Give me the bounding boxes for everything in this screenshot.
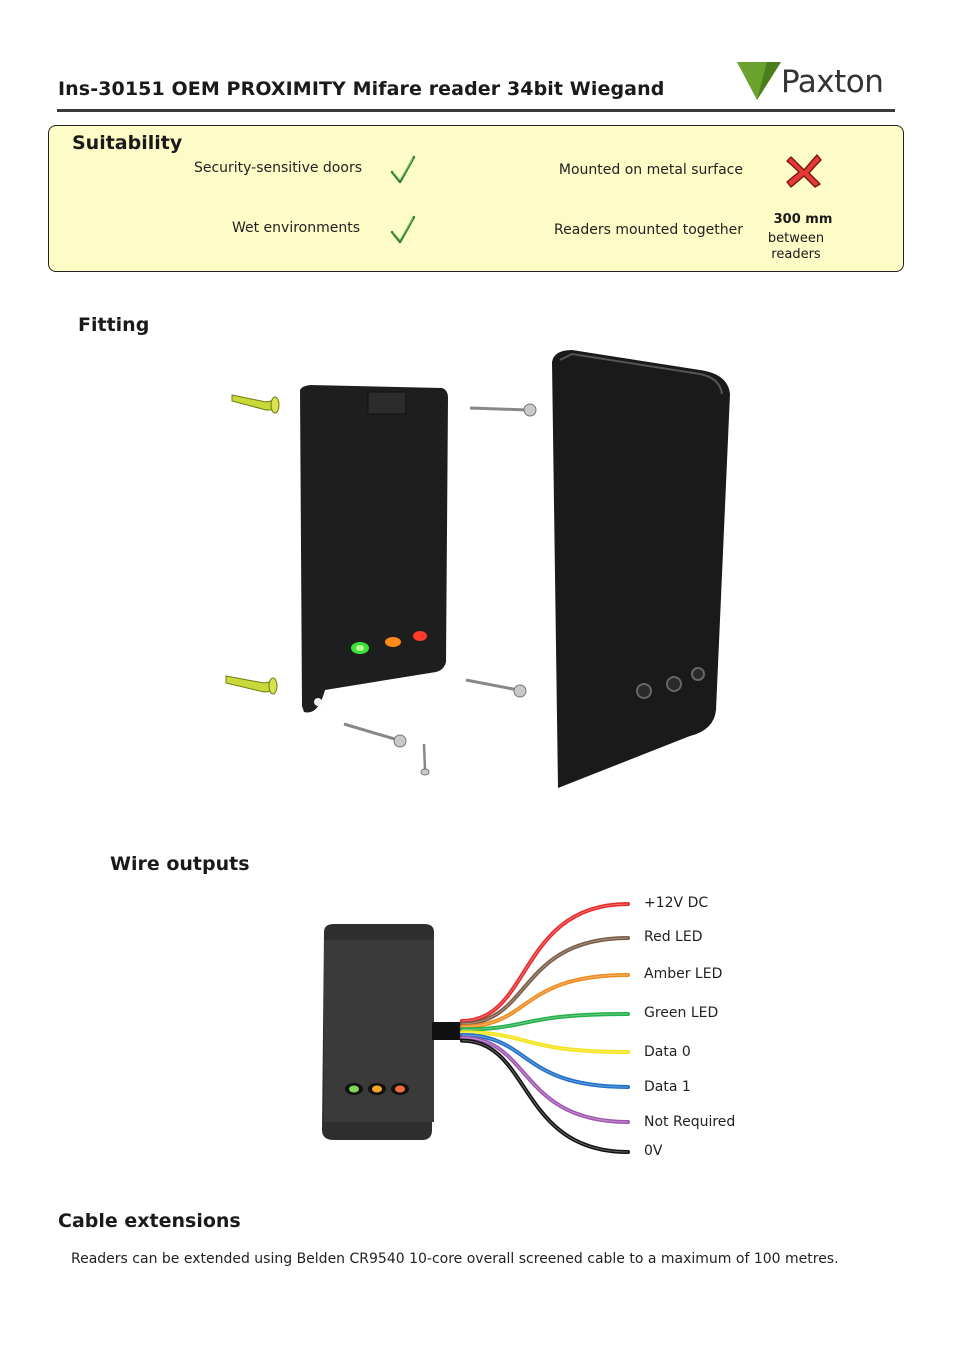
screw-icon — [420, 743, 430, 776]
wiring-diagram — [322, 902, 630, 1154]
reader-unit — [322, 924, 464, 1140]
wire-7 — [460, 1038, 630, 1154]
suitability-wet-label: Wet environments — [231, 220, 360, 236]
fitting-title: Fitting — [78, 314, 150, 336]
check-icon — [390, 155, 416, 184]
reader-back-plate — [300, 385, 448, 713]
wire-label: Data 0 — [644, 1044, 691, 1060]
cable-extensions-text: Readers can be extended using Belden CR9… — [71, 1251, 839, 1267]
wire-outputs-title: Wire outputs — [110, 853, 250, 875]
cross-icon — [786, 154, 822, 188]
wire-3 — [460, 1012, 630, 1032]
fitting-diagram — [225, 350, 730, 788]
wire-6 — [460, 1035, 630, 1124]
reader-distance-value: 300 mm — [773, 212, 833, 227]
document-title: Ins-30151 OEM PROXIMITY Mifare reader 34… — [58, 78, 665, 100]
screw-icon — [469, 403, 537, 417]
wire-highlight-5 — [461, 1034, 629, 1088]
screw-icon — [465, 678, 527, 698]
wire-highlight-4 — [461, 1031, 629, 1053]
wire-label: Not Required — [644, 1114, 736, 1130]
wire-label: 0V — [644, 1143, 663, 1159]
wire-label: Amber LED — [644, 966, 723, 982]
wire-label: Red LED — [644, 929, 703, 945]
logo-text: Paxton — [781, 64, 884, 100]
suitability-security-label: Security-sensitive doors — [193, 160, 362, 176]
title-divider — [57, 109, 895, 112]
cable-extensions-title: Cable extensions — [58, 1210, 241, 1232]
paxton-logo-icon — [737, 62, 781, 100]
wall-plug-icon — [231, 394, 280, 414]
wire-bundle — [460, 902, 630, 1154]
wire-1 — [460, 936, 630, 1026]
wire-highlight-7 — [461, 1040, 629, 1153]
wire-highlight-6 — [461, 1037, 629, 1123]
wire-highlight-2 — [461, 974, 629, 1028]
wall-plug-icon — [225, 675, 278, 695]
wire-highlight-0 — [461, 903, 629, 1022]
wire-highlight-1 — [461, 937, 629, 1025]
wire-highlight-3 — [461, 1013, 629, 1030]
screw-icon — [343, 722, 407, 748]
wire-label: +12V DC — [644, 895, 709, 911]
wire-2 — [460, 973, 630, 1029]
wire-4 — [460, 1030, 630, 1054]
suitability-panel — [48, 125, 904, 272]
check-icon — [390, 215, 416, 244]
reader-distance-note: between readers — [767, 231, 825, 262]
wire-0 — [460, 902, 630, 1023]
wire-label: Data 1 — [644, 1079, 691, 1095]
wire-label: Green LED — [644, 1005, 719, 1021]
wire-5 — [460, 1033, 630, 1089]
suitability-metal-label: Mounted on metal surface — [558, 162, 743, 178]
suitability-together-label: Readers mounted together — [554, 222, 743, 238]
suitability-title: Suitability — [72, 132, 183, 154]
reader-front-cover — [552, 350, 730, 788]
